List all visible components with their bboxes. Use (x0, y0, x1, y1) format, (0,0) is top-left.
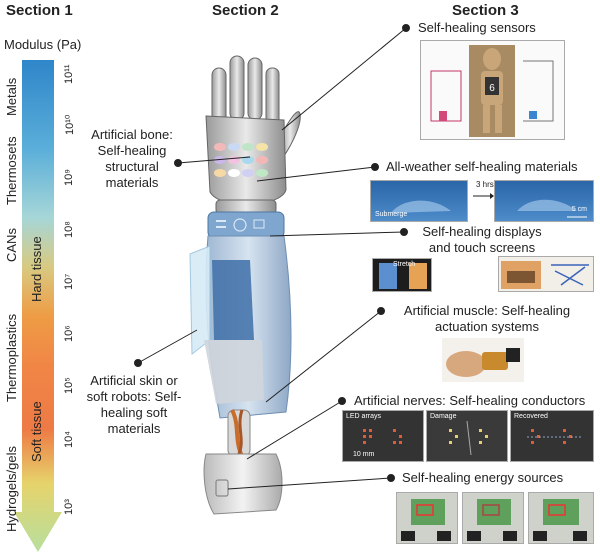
caption-led-arrays: LED arrays (346, 413, 382, 420)
label-artificial-muscle: Artificial muscle: Self-healing actuatio… (403, 303, 571, 334)
photo-energy-3 (528, 492, 594, 544)
label-self-healing-sensors: Self-healing sensors (418, 20, 536, 35)
label-all-weather-materials: All-weather self-healing materials (386, 159, 578, 174)
label-energy-sources: Self-healing energy sources (402, 470, 564, 485)
label-artificial-bone: Artificial bone: Self-healing structural… (91, 127, 173, 190)
photo-energy-1 (396, 492, 458, 544)
label-artificial-skin: Artificial skin or soft robots: Self-hea… (86, 373, 182, 436)
modulus-gradient-arrow (14, 60, 62, 552)
modulus-axis-label: Modulus (Pa) (4, 37, 82, 52)
palm-pixel-dots (214, 143, 268, 177)
arrow-right-icon (473, 193, 494, 199)
photo-self-healing-sensors: 6 (420, 40, 565, 140)
caption-damage: Damage (430, 413, 457, 420)
section-2-title: Section 2 (212, 2, 279, 19)
section-3-title: Section 3 (452, 2, 519, 19)
photo-all-weather-healed: 5 cm (494, 180, 594, 222)
caption-submerge: Submerge (375, 211, 408, 218)
photo-led-arrays: LED arrays 10 mm (342, 410, 424, 462)
photo-led-damage: Damage (426, 410, 508, 462)
photo-all-weather-submerge: Submerge (370, 180, 468, 222)
photo-touch-screen (498, 256, 594, 292)
label-artificial-nerves: Artificial nerves: Self-healing conducto… (354, 393, 586, 408)
caption-stretch: Stretch (393, 261, 416, 268)
caption-ten-mm: 10 mm (353, 451, 375, 458)
section-1-title: Section 1 (6, 2, 73, 19)
caption-five-cm: 5 cm (571, 206, 587, 213)
label-self-healing-displays: Self-healing displays and touch screens (422, 224, 542, 255)
photo-energy-2 (462, 492, 524, 544)
robotic-arm-illustration (189, 55, 301, 515)
svg-text:6: 6 (489, 83, 495, 94)
caption-recovered: Recovered (514, 413, 548, 420)
caption-three-hrs: 3 hrs (476, 180, 494, 189)
photo-led-recovered: Recovered (510, 410, 594, 462)
photo-display-stretch: Stretch (372, 258, 432, 292)
photo-artificial-muscle (442, 338, 524, 382)
